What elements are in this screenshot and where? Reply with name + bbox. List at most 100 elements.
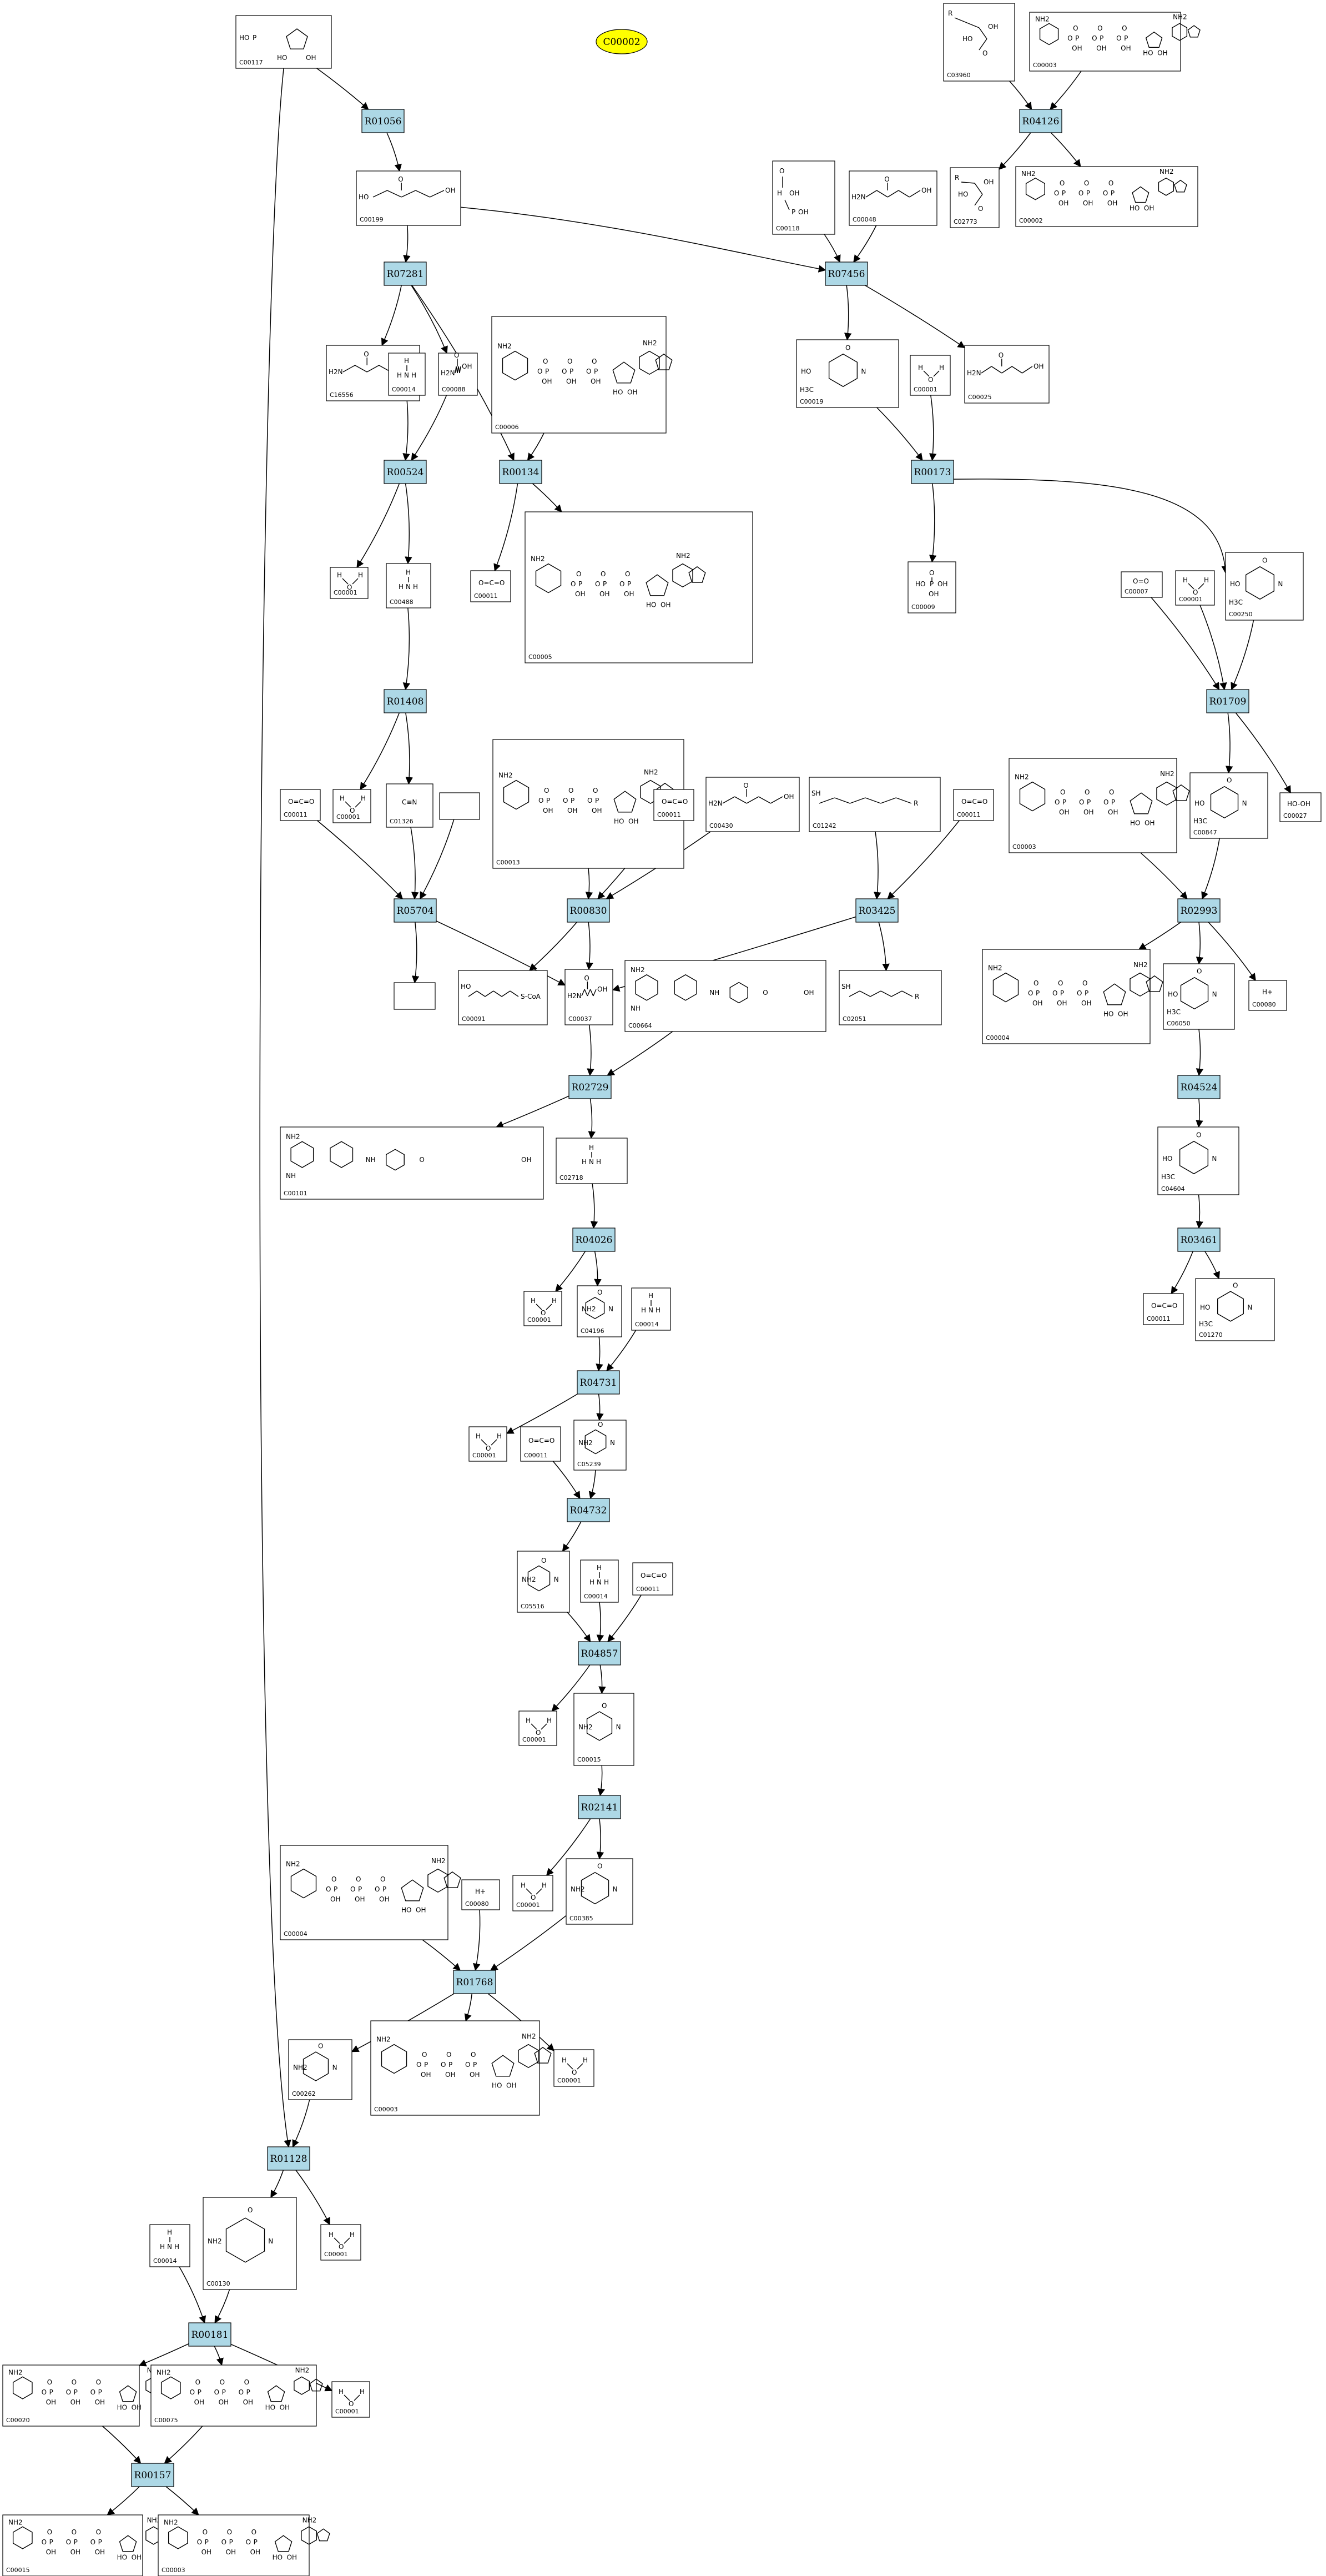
reaction-node-r02729[interactable]: R02729	[568, 1075, 612, 1099]
reaction-node-r00134[interactable]: R00134	[499, 460, 542, 484]
reaction-node-r04731[interactable]: R04731	[577, 1370, 620, 1395]
reaction-node-r04026[interactable]: R04026	[572, 1227, 616, 1252]
reaction-node-r00524[interactable]: R00524	[384, 460, 427, 484]
reaction-node-r00830[interactable]: R00830	[567, 898, 610, 923]
reaction-node-r05704[interactable]: R05704	[394, 898, 437, 923]
atom-label: O	[1052, 989, 1057, 997]
reaction-node-r04857[interactable]: R04857	[578, 1641, 621, 1666]
compound-node-empty-b[interactable]	[394, 982, 436, 1010]
reaction-node-r01408[interactable]: R01408	[384, 689, 427, 713]
reaction-node-r00173[interactable]: R00173	[911, 460, 954, 484]
reaction-node-r01128[interactable]: R01128	[267, 2146, 310, 2171]
reaction-node-r00181[interactable]: R00181	[188, 2322, 231, 2347]
root-compound-node[interactable]	[596, 29, 648, 54]
reaction-node-r01768[interactable]: R01768	[453, 1970, 496, 1994]
reaction-node-r01709[interactable]: R01709	[1206, 689, 1249, 713]
reaction-node-r03461[interactable]: R03461	[1177, 1227, 1221, 1252]
reaction-node-r00157[interactable]: R00157	[131, 2463, 174, 2487]
reaction-node-r07456[interactable]: R07456	[825, 261, 868, 286]
reaction-node-r02141[interactable]: R02141	[578, 1795, 621, 1819]
compound-node-c00080-b[interactable]: H+C00080	[461, 1879, 500, 1910]
compound-node-c00080-a[interactable]: H+C00080	[1248, 980, 1287, 1011]
reaction-node-r01056[interactable]: R01056	[361, 109, 405, 133]
reaction-node-r07281[interactable]: R07281	[384, 261, 427, 286]
reaction-node-r04732[interactable]: R04732	[567, 1498, 610, 1522]
reaction-node-r03425[interactable]: R03425	[855, 898, 899, 923]
reaction-node-r04126[interactable]: R04126	[1019, 109, 1062, 133]
compound-node-c00020[interactable]: NH2OPOOHOPOOHOPOOHHOOHNH2C00020	[2, 2364, 175, 2427]
reaction-node-r02993[interactable]: R02993	[1177, 898, 1221, 923]
reaction-node-r04524[interactable]: R04524	[1177, 1075, 1221, 1099]
compound-node-empty-a[interactable]	[439, 792, 480, 820]
